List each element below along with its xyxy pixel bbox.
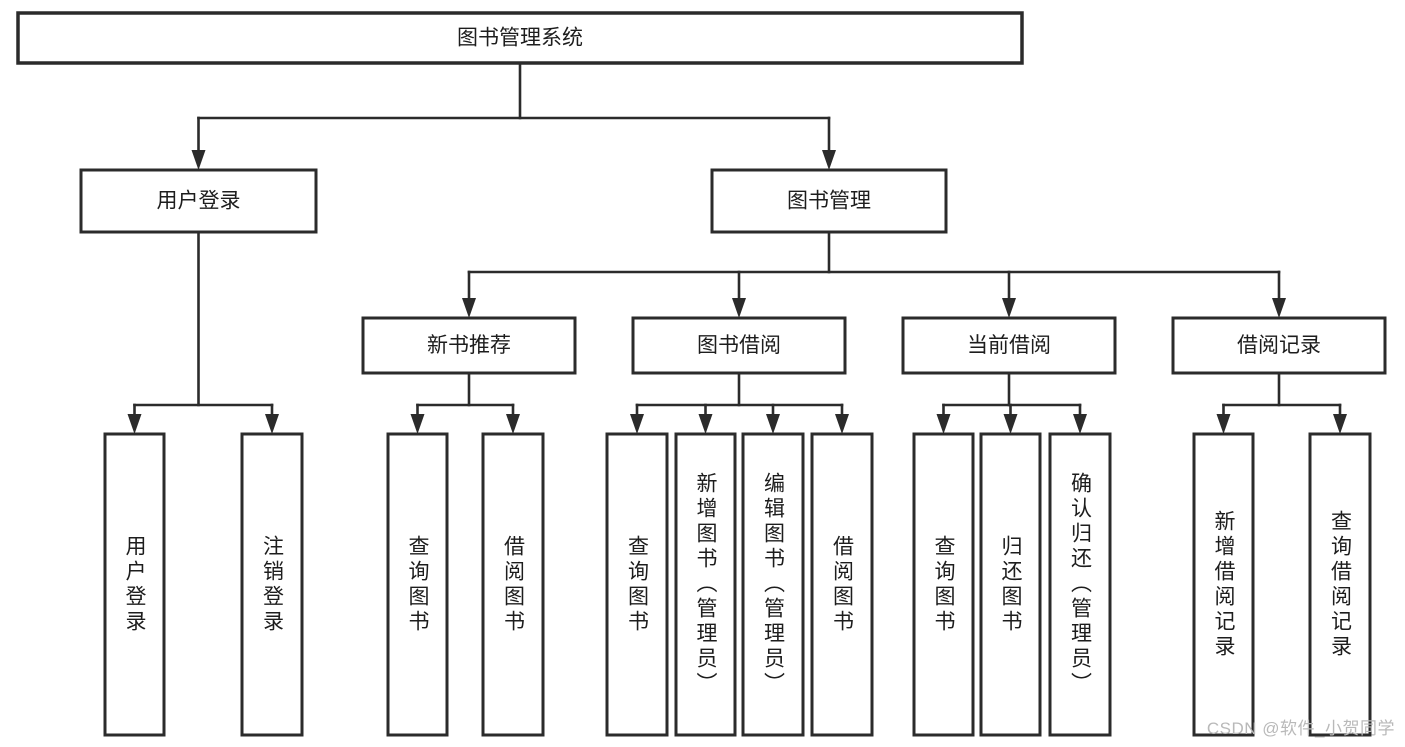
node-box-leaf-borrow-book-2[interactable] (810, 432, 874, 737)
arrowhead-icon-new-book-rec (462, 298, 476, 318)
node-box-leaf-user-login[interactable] (103, 432, 166, 737)
arrowhead-icon-user-login (191, 150, 206, 170)
arrowhead-icon-leaf-add-book (698, 414, 713, 434)
node-box-borrow-record[interactable] (1171, 316, 1387, 375)
node-box-leaf-logout-login[interactable] (240, 432, 304, 737)
node-box-book-borrow[interactable] (631, 316, 847, 375)
node-box-leaf-query-book-1[interactable] (386, 432, 449, 737)
node-box-root[interactable] (16, 11, 1024, 65)
node-box-leaf-add-book[interactable] (674, 432, 737, 737)
arrowhead-icon-borrow-record (1272, 298, 1286, 318)
arrowhead-icon-leaf-borrow-book-2 (835, 414, 849, 434)
arrowhead-icon-leaf-user-login (127, 414, 142, 434)
arrowhead-icon-leaf-logout-login (265, 414, 279, 434)
node-box-book-manage[interactable] (710, 168, 948, 234)
node-box-leaf-add-record[interactable] (1192, 432, 1255, 737)
node-label-new-book-rec: 新书推荐 (427, 334, 511, 357)
node-box-leaf-query-record[interactable] (1308, 432, 1372, 737)
node-box-leaf-return-book[interactable] (979, 432, 1042, 737)
node-box-current-borrow[interactable] (901, 316, 1117, 375)
node-box-leaf-edit-book[interactable] (741, 432, 805, 737)
arrowhead-icon-leaf-query-book-2 (630, 414, 644, 434)
node-label-borrow-record: 借阅记录 (1237, 334, 1321, 357)
arrowhead-icon-leaf-confirm-return (1073, 414, 1087, 434)
arrowhead-icon-leaf-edit-book (766, 414, 780, 434)
arrowhead-icon-leaf-query-record (1333, 414, 1347, 434)
node-box-leaf-confirm-return[interactable] (1048, 432, 1112, 737)
node-box-leaf-query-book-2[interactable] (605, 432, 669, 737)
node-label-current-borrow: 当前借阅 (967, 334, 1051, 357)
node-label-user-login: 用户登录 (157, 190, 241, 213)
csdn-watermark: CSDN @软件_小贺同学 (1206, 719, 1395, 738)
node-label-book-borrow: 图书借阅 (697, 334, 781, 357)
node-box-leaf-query-book-3[interactable] (912, 432, 975, 737)
boxes-layer (16, 11, 1387, 737)
node-label-root: 图书管理系统 (457, 27, 583, 50)
node-box-new-book-rec[interactable] (361, 316, 577, 375)
node-box-leaf-borrow-book-1[interactable] (481, 432, 545, 737)
arrowhead-icon-leaf-query-book-3 (936, 414, 951, 434)
node-label-book-manage: 图书管理 (787, 190, 871, 213)
arrowhead-icon-book-manage (822, 150, 836, 170)
arrowhead-icon-leaf-return-book (1003, 414, 1018, 434)
arrowhead-icon-leaf-add-record (1216, 414, 1231, 434)
arrowhead-icon-current-borrow (1002, 298, 1016, 318)
arrowhead-icon-leaf-borrow-book-1 (506, 414, 520, 434)
edges-layer (127, 61, 1347, 434)
arrowhead-icon-leaf-query-book-1 (410, 414, 425, 434)
node-box-user-login[interactable] (79, 168, 318, 234)
arrowhead-icon-book-borrow (732, 298, 746, 318)
